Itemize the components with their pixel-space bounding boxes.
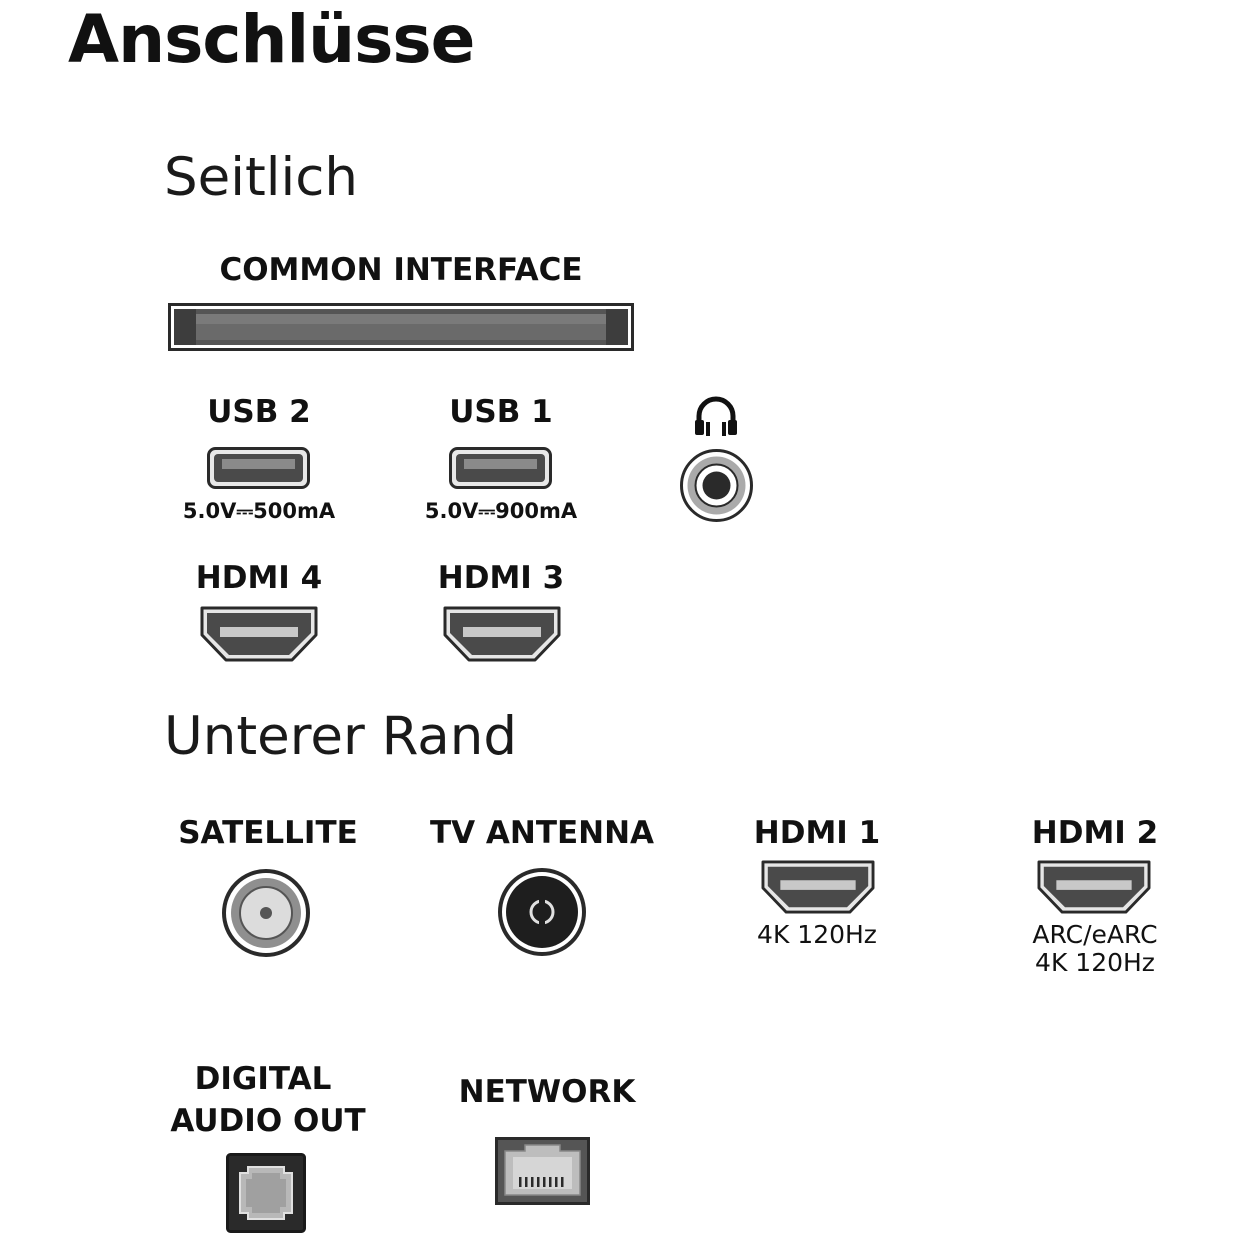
usb1-port-icon bbox=[449, 447, 552, 489]
section-heading-side: Seitlich bbox=[164, 147, 358, 208]
ci-slot-icon bbox=[168, 303, 634, 351]
optical-port-icon bbox=[226, 1153, 306, 1233]
hdmi2-note-arc: ARC/eARC bbox=[1032, 920, 1158, 949]
hdmi1-label: HDMI 1 bbox=[753, 815, 881, 851]
hdmi1-note: 4K 120Hz bbox=[757, 920, 877, 949]
headphone-icon bbox=[693, 394, 739, 438]
satellite-connector-icon bbox=[221, 868, 311, 958]
usb2-label: USB 2 bbox=[207, 394, 311, 430]
antenna-connector-icon bbox=[497, 867, 587, 957]
usb1-spec: 5.0V⎓900mA bbox=[424, 499, 578, 523]
network-label: NETWORK bbox=[458, 1074, 636, 1110]
digital-audio-label-line1: DIGITAL bbox=[194, 1061, 332, 1097]
antenna-label: TV ANTENNA bbox=[429, 815, 655, 851]
usb2-port-icon bbox=[207, 447, 310, 489]
usb2-spec: 5.0V⎓500mA bbox=[182, 499, 336, 523]
hdmi1-port-icon bbox=[759, 859, 877, 915]
ci-label: COMMON INTERFACE bbox=[219, 252, 583, 288]
usb1-label: USB 1 bbox=[449, 394, 553, 430]
digital-audio-label-line2: AUDIO OUT bbox=[170, 1103, 366, 1139]
hdmi3-port-icon bbox=[441, 605, 563, 663]
satellite-label: SATELLITE bbox=[178, 815, 358, 851]
hdmi2-note-4k: 4K 120Hz bbox=[1035, 948, 1155, 977]
section-heading-bottom: Unterer Rand bbox=[164, 706, 518, 767]
page-title: Anschlüsse bbox=[68, 1, 475, 78]
hdmi2-port-icon bbox=[1035, 859, 1153, 915]
audio-jack-icon bbox=[679, 448, 754, 523]
hdmi3-label: HDMI 3 bbox=[437, 560, 565, 596]
hdmi2-label: HDMI 2 bbox=[1031, 815, 1159, 851]
ethernet-port-icon bbox=[495, 1137, 590, 1205]
hdmi4-port-icon bbox=[198, 605, 320, 663]
hdmi4-label: HDMI 4 bbox=[195, 560, 323, 596]
